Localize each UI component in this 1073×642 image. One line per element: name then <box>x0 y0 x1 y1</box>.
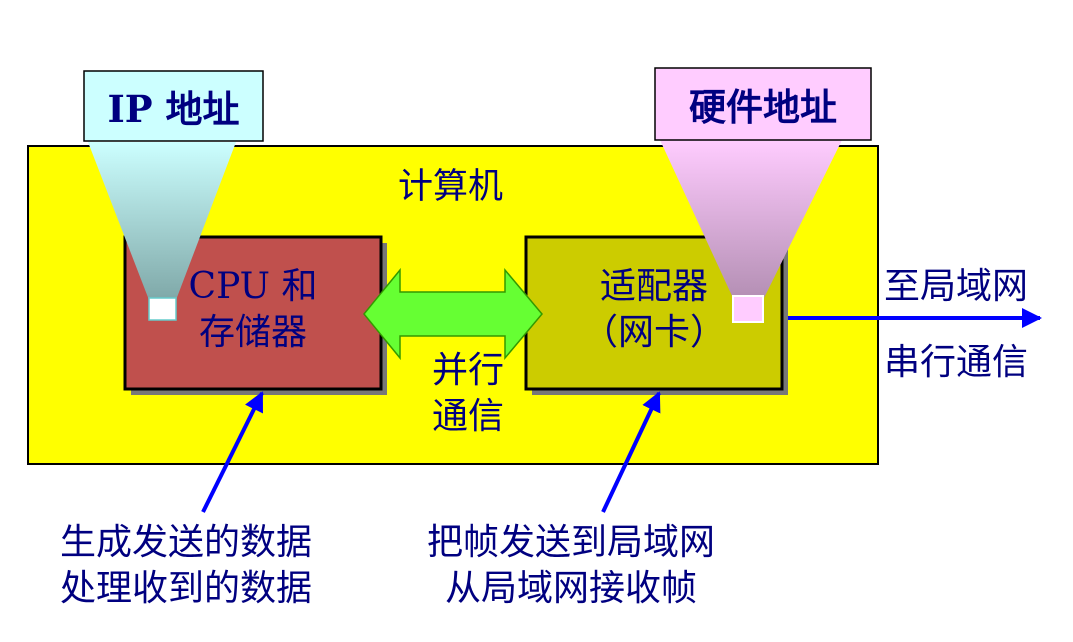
parallel-comm-label: 并行 通信 <box>418 348 518 440</box>
hardware-address-label: 硬件地址 <box>689 85 837 129</box>
adapter-box-line2: （网卡） <box>581 312 726 353</box>
hw-callout-box <box>654 67 872 141</box>
ip-callout-beam <box>88 142 236 300</box>
external-lan-line1: 至局域网 <box>884 266 1029 307</box>
bottom-right-line1: 把帧发送到局域网 <box>427 522 716 563</box>
cpu-box-text: CPU 和 存储器 <box>125 264 381 356</box>
parallel-comm-line1: 并行 <box>431 350 504 391</box>
external-lan-label: 至局域网 串行通信 <box>884 262 1028 388</box>
ip-address-label: IP 地址 <box>107 87 240 131</box>
computer-title: 计算机 <box>398 167 504 207</box>
ip-callout-tip <box>148 297 177 321</box>
cpu-pointer-arrow <box>201 391 264 513</box>
hw-callout-tip <box>732 295 764 323</box>
bottom-left-caption: 生成发送的数据 处理收到的数据 <box>60 520 312 612</box>
adapter-box-text: 适配器 （网卡） <box>526 264 782 356</box>
adapter-pointer-arrow <box>601 391 661 513</box>
bottom-right-line2: 从局域网接收帧 <box>445 568 698 609</box>
ip-callout-box <box>83 70 264 142</box>
cpu-box-line2: 存储器 <box>198 312 307 353</box>
parallel-double-arrow <box>363 267 543 361</box>
hw-callout-beam <box>660 140 842 298</box>
bottom-left-line2: 处理收到的数据 <box>60 568 313 609</box>
parallel-comm-line2: 通信 <box>431 396 504 437</box>
cpu-box-line1: CPU 和 <box>188 266 318 307</box>
adapter-box-line1: 适配器 <box>599 266 708 307</box>
bottom-left-line1: 生成发送的数据 <box>60 522 313 563</box>
bottom-right-caption: 把帧发送到局域网 从局域网接收帧 <box>427 520 715 612</box>
external-lan-line2: 串行通信 <box>884 342 1029 383</box>
